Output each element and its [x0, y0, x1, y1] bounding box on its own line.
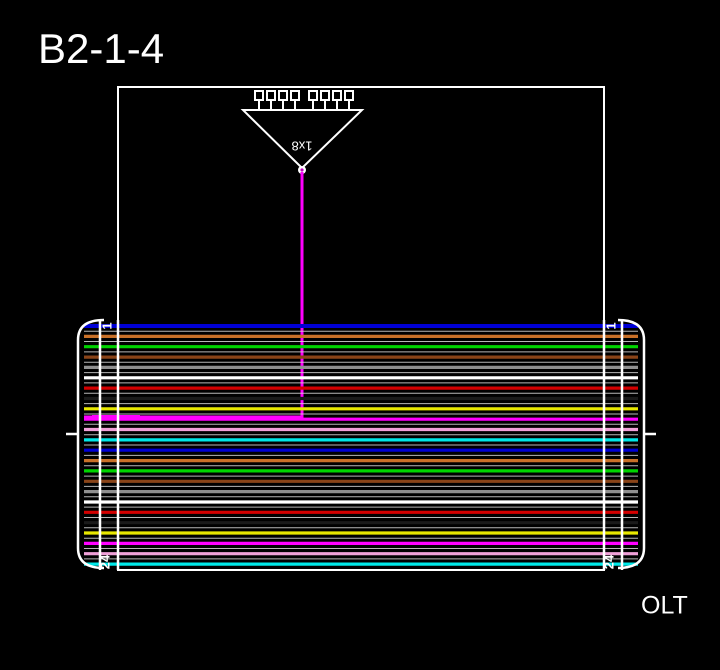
splitter-port-2	[266, 90, 276, 101]
bracket-right-label-start: 1	[603, 322, 618, 329]
fiber-separators	[84, 330, 638, 560]
vertical-guides	[98, 320, 624, 570]
splitter-port-5	[308, 90, 318, 101]
olt-label: OLT	[641, 592, 688, 620]
bracket-right-curve	[617, 318, 646, 570]
splitter-port-7	[332, 90, 342, 101]
splitter-input-core	[300, 168, 304, 172]
bracket-right-label-end: 24	[601, 554, 616, 569]
bracket-left: 1 24	[66, 318, 114, 570]
splitter-port-1	[254, 90, 264, 101]
splitter-1x8[interactable]: 1x8	[240, 90, 365, 174]
splitter-ratio-label: 1x8	[292, 139, 313, 154]
splitter-output-ports[interactable]	[254, 90, 354, 101]
fiber-bundle	[84, 324, 638, 566]
bracket-left-label-start: 1	[99, 322, 114, 329]
splitter-port-8	[344, 90, 354, 101]
splitter-body	[240, 109, 365, 170]
bracket-left-curve	[76, 318, 105, 570]
splitter-port-6	[320, 90, 330, 101]
feeder-fiber-path	[84, 172, 304, 419]
splitter-port-4	[290, 90, 300, 101]
splitter-port-3	[278, 90, 288, 101]
bracket-right: 1 24	[601, 318, 656, 570]
page-title: B2-1-4	[38, 25, 164, 72]
bracket-left-label-end: 24	[97, 554, 112, 569]
